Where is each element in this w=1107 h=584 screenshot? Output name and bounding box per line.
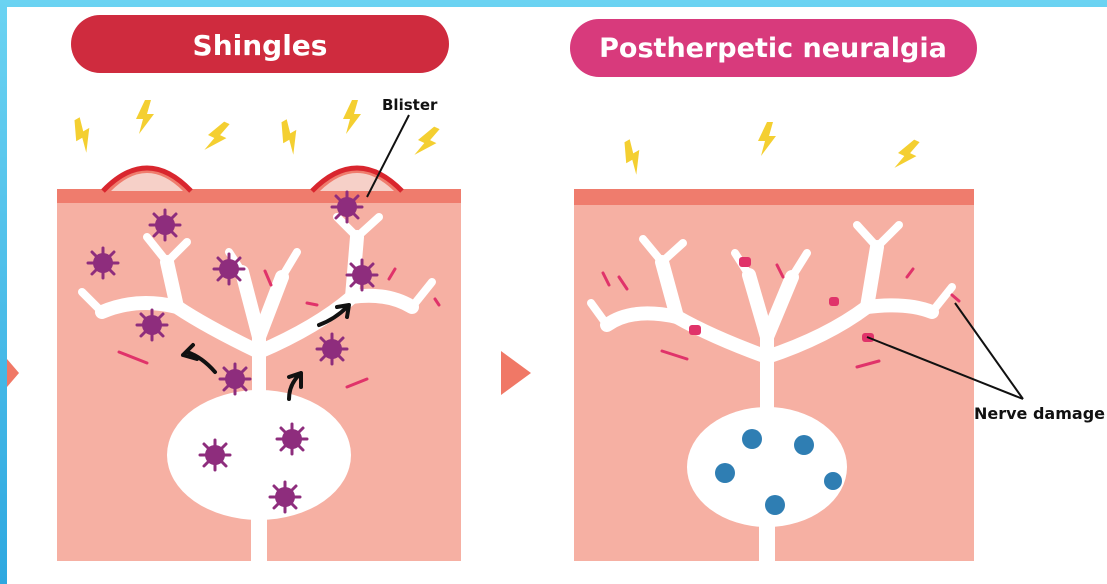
virus-icon [137, 310, 167, 340]
virus-icon [150, 210, 180, 240]
postherpetic-title-pill: Postherpetic neuralgia [570, 19, 977, 77]
virus-icon [317, 334, 347, 364]
diagram-svg: Shingles [7, 7, 1107, 584]
virus-icon [200, 440, 230, 470]
virus-icon [715, 463, 735, 483]
virus-icon [88, 248, 118, 278]
lightning-icon [758, 122, 776, 156]
lightning-icon [343, 100, 361, 134]
virus-icon [765, 495, 785, 515]
lightning-icon [892, 136, 923, 174]
blister-label: Blister [382, 96, 438, 114]
blister-icon [312, 168, 402, 191]
lightning-icon [274, 118, 307, 156]
shingles-title: Shingles [193, 29, 328, 62]
virus-icon [277, 424, 307, 454]
lightning-icon [412, 123, 443, 161]
lightning-icon [67, 116, 100, 154]
virus-icon [824, 472, 842, 490]
diagram-canvas: Shingles [7, 7, 1107, 584]
prev-arrow-icon [7, 359, 19, 387]
next-arrow-icon [501, 351, 531, 395]
virus-icon [332, 192, 362, 222]
pain-bolts-right [617, 122, 923, 176]
lightning-icon [617, 138, 650, 176]
shingles-panel: Shingles [57, 15, 461, 561]
nerve-damage-label: Nerve damage [974, 404, 1105, 423]
virus-icon [347, 260, 377, 290]
virus-icon [220, 364, 250, 394]
skin-surface-right [574, 189, 974, 205]
virus-icon [214, 254, 244, 284]
virus-icon [794, 435, 814, 455]
lightning-icon [202, 118, 233, 156]
blister-icon [103, 168, 191, 191]
postherpetic-neuralgia-panel: Postherpetic neuralgia [570, 19, 1105, 561]
lightning-icon [136, 100, 154, 134]
shingles-title-pill: Shingles [71, 15, 449, 73]
postherpetic-title: Postherpetic neuralgia [599, 33, 947, 64]
virus-icon [742, 429, 762, 449]
virus-icon [270, 482, 300, 512]
